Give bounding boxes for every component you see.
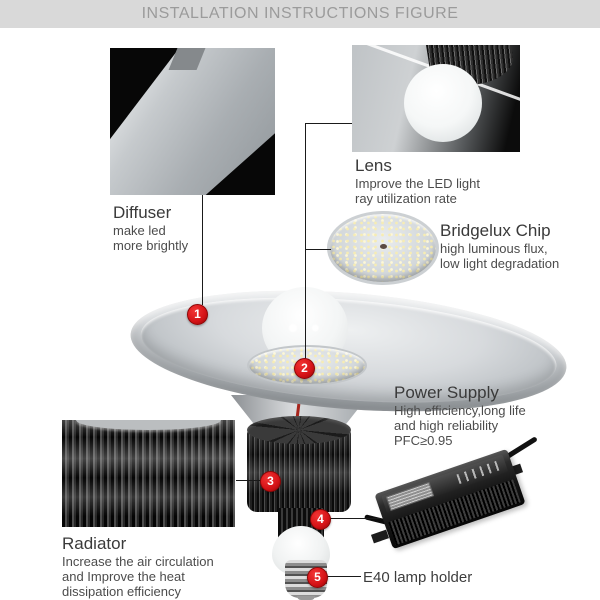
lens-dome — [404, 64, 482, 142]
diffuser-metal-surface — [110, 48, 275, 195]
page-title: INSTALLATION INSTRUCTIONS FIGURE — [141, 5, 459, 22]
diffuser-callout: Diffuser make led more brightly — [113, 203, 188, 253]
lens-desc-line1: Improve the LED light — [355, 176, 481, 191]
diffuser-photo — [110, 48, 275, 195]
bridgelux-chip-desc-line2: low light degradation — [440, 256, 560, 271]
radiator-desc-line2: and Improve the heat — [62, 569, 185, 584]
bridgelux-chip-photo — [327, 211, 439, 285]
lens-title: Lens — [355, 156, 392, 175]
connector-lens-vertical — [305, 123, 306, 360]
power-supply-desc-line1: High efficiency,long life — [394, 403, 526, 418]
diffuser-desc-line1: make led — [113, 223, 166, 238]
e40-base-contact — [297, 596, 315, 600]
marker-1-badge: 1 — [187, 304, 208, 325]
radiator-sheen — [62, 420, 235, 527]
diffuser-title: Diffuser — [113, 203, 172, 222]
connector-diffuser — [202, 195, 203, 305]
connector-chip — [305, 249, 331, 250]
connector-power-supply — [330, 518, 380, 519]
radiator-desc-line3: dissipation efficiency — [62, 584, 181, 599]
power-supply-label-sticker — [385, 481, 435, 511]
e40-lamp-holder-label: E40 lamp holder — [363, 569, 473, 586]
power-supply-photo — [364, 436, 538, 558]
radiator-desc-line1: Increase the air circulation — [62, 554, 214, 569]
radiator-photo — [62, 420, 235, 527]
power-supply-callout: Power Supply High efficiency,long life a… — [394, 383, 526, 448]
bridgelux-chip-callout: Bridgelux Chip high luminous flux, low l… — [440, 221, 559, 271]
connector-e40-holder — [327, 576, 361, 577]
power-supply-body — [374, 448, 526, 550]
marker-4-badge: 4 — [310, 509, 331, 530]
power-supply-title: Power Supply — [394, 383, 499, 402]
lamp-radiator-cap — [247, 416, 351, 444]
marker-3-badge: 3 — [260, 471, 281, 492]
radiator-top-plate — [75, 420, 222, 430]
connector-radiator — [236, 480, 263, 481]
lens-callout: Lens Improve the LED light ray utilizati… — [355, 156, 480, 206]
radiator-callout: Radiator Increase the air circulation an… — [62, 534, 214, 599]
radiator-title: Radiator — [62, 534, 127, 553]
power-supply-cert-marks — [456, 460, 500, 485]
lens-desc-line2: ray utilization rate — [355, 191, 457, 206]
bridgelux-chip-desc-line1: high luminous flux, — [440, 241, 548, 256]
diffuser-desc-line2: more brightly — [113, 238, 189, 253]
power-supply-desc-line2: and high reliability — [394, 418, 499, 433]
marker-2-badge: 2 — [294, 358, 315, 379]
header-bar: INSTALLATION INSTRUCTIONS FIGURE — [0, 0, 600, 28]
marker-5-badge: 5 — [307, 567, 328, 588]
lens-photo — [352, 45, 520, 152]
chip-center-dot — [380, 243, 387, 249]
bridgelux-chip-title: Bridgelux Chip — [440, 221, 551, 240]
connector-lens-horizontal — [305, 123, 352, 124]
power-supply-desc-line3: PFC≥0.95 — [394, 433, 453, 448]
